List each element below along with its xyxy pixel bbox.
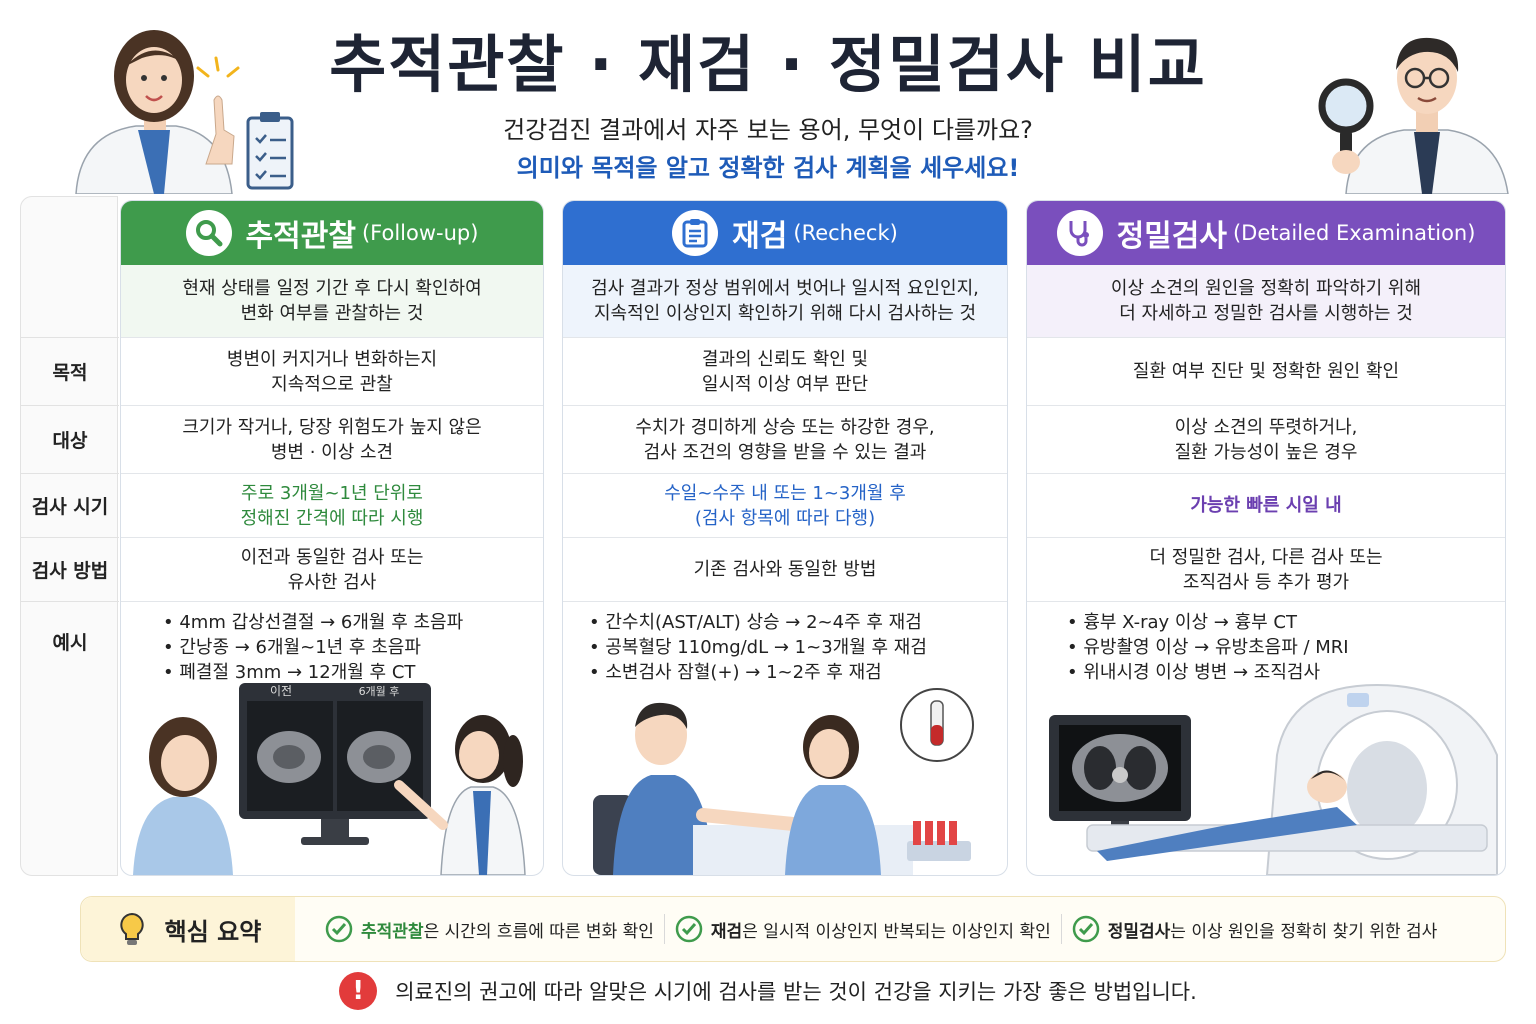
row-label-timing: 검사 시기 [21, 473, 119, 537]
detail-target: 이상 소견의 뚜렷하거나, 질환 가능성이 높은 경우 [1027, 405, 1505, 473]
column-followup-title-en: (Follow-up) [361, 221, 479, 245]
recheck-illustration [593, 688, 974, 875]
column-followup: 추적관찰 (Follow-up) 현재 상태를 일정 기간 후 다시 확인하여 … [120, 200, 544, 876]
page-title: 추적관찰 · 재검 · 정밀검사 비교 [329, 28, 1207, 101]
row-label-target: 대상 [21, 405, 119, 473]
list-item: 폐결절 3mm → 12개월 후 CT [163, 660, 415, 685]
followup-illustration: 이전 6개월 후 [133, 683, 526, 875]
column-followup-title: 추적관찰 [245, 219, 356, 254]
recheck-examples: 간수치(AST/ALT) 상승 → 2~4주 후 재검 공복혈당 110mg/d… [563, 601, 1007, 691]
list-item: 소변검사 잠혈(+) → 1~2주 후 재검 [589, 660, 881, 685]
detail-purpose: 질환 여부 진단 및 정확한 원인 확인 [1027, 337, 1505, 405]
detail-examples: 흉부 X-ray 이상 → 흉부 CT 유방촬영 이상 → 유방초음파 / MR… [1027, 601, 1505, 691]
column-detail-header: 정밀검사 (Detailed Examination) [1027, 201, 1505, 265]
followup-timing: 주로 3개월~1년 단위로 정해진 간격에 따라 시행 [121, 473, 543, 537]
check-circle-icon [325, 915, 353, 943]
column-recheck-title: 재검 [732, 219, 788, 254]
list-item: 공복혈당 110mg/dL → 1~3개월 후 재검 [589, 635, 927, 660]
column-detail-title: 정밀검사 [1116, 219, 1227, 254]
female-doctor-illustration [75, 30, 294, 194]
followup-purpose: 병변이 커지거나 변화하는지 지속적으로 관찰 [121, 337, 543, 405]
footer-note: ! 의료진의 권고에 따라 알맞은 시기에 검사를 받는 것이 건강을 지키는 … [0, 972, 1536, 1010]
column-detail: 정밀검사 (Detailed Examination) 이상 소견의 원인을 정… [1026, 200, 1506, 876]
page-tagline: 의미와 목적을 알고 정확한 검사 계획을 세우세요! [516, 154, 1020, 182]
male-doctor-illustration [1318, 37, 1509, 194]
list-item: 흉부 X-ray 이상 → 흉부 CT [1067, 610, 1297, 635]
recheck-timing: 수일~수주 내 또는 1~3개월 후 (검사 항목에 따라 다행) [563, 473, 1007, 537]
monitor-label-before: 이전 [270, 684, 292, 698]
list-item: 간수치(AST/ALT) 상승 → 2~4주 후 재검 [589, 610, 921, 635]
list-item: 위내시경 이상 병변 → 조직검사 [1067, 660, 1320, 685]
row-label-method: 검사 방법 [21, 537, 119, 601]
detail-definition: 이상 소견의 원인을 정확히 파악하기 위해 더 자세하고 정밀한 검사를 시행… [1027, 265, 1505, 337]
footer-text: 의료진의 권고에 따라 알맞은 시기에 검사를 받는 것이 건강을 지키는 가장… [395, 980, 1197, 1004]
detail-timing: 가능한 빠른 시일 내 [1027, 473, 1505, 537]
search-icon [185, 210, 232, 256]
row-label-purpose: 목적 [21, 337, 119, 405]
recheck-method: 기존 검사와 동일한 방법 [563, 537, 1007, 601]
clipboard-icon [672, 210, 719, 256]
warning-icon: ! [339, 972, 378, 1010]
recheck-definition: 검사 결과가 정상 범위에서 벗어나 일시적 요인인지, 지속적인 이상인지 확… [563, 265, 1007, 337]
detail-method: 더 정밀한 검사, 다른 검사 또는 조직검사 등 추가 평가 [1027, 537, 1505, 601]
row-label-examples: 예시 [21, 601, 119, 681]
check-circle-icon [675, 915, 703, 943]
list-item: 간낭종 → 6개월~1년 후 초음파 [163, 635, 421, 660]
list-item: 4mm 갑상선결절 → 6개월 후 초음파 [163, 610, 463, 635]
row-labels-column: 목적 대상 검사 시기 검사 방법 예시 [20, 196, 119, 876]
detail-illustration [1049, 683, 1498, 875]
page-subtitle: 건강검진 결과에서 자주 보는 용어, 무엇이 다를까요? [503, 116, 1033, 144]
summary-divider [1060, 914, 1062, 944]
recheck-target: 수치가 경미하게 상승 또는 하강한 경우, 검사 조건의 영향을 받을 수 있… [563, 405, 1007, 473]
recheck-purpose: 결과의 신뢰도 확인 및 일시적 이상 여부 판단 [563, 337, 1007, 405]
column-recheck-header: 재검 (Recheck) [563, 201, 1007, 265]
followup-target: 크기가 작거나, 당장 위험도가 높지 않은 병변 · 이상 소견 [121, 405, 543, 473]
followup-definition: 현재 상태를 일정 기간 후 다시 확인하여 변화 여부를 관찰하는 것 [121, 265, 543, 337]
lightbulb-icon [119, 912, 144, 945]
stethoscope-icon [1056, 210, 1103, 256]
followup-method: 이전과 동일한 검사 또는 유사한 검사 [121, 537, 543, 601]
check-circle-icon [1072, 915, 1099, 943]
column-followup-header: 추적관찰 (Follow-up) [121, 201, 543, 265]
followup-examples: 4mm 갑상선결절 → 6개월 후 초음파 간낭종 → 6개월~1년 후 초음파… [121, 601, 543, 691]
summary-title: 핵심 요약 [164, 917, 262, 946]
monitor-label-after: 6개월 후 [359, 685, 400, 698]
summary-header: 핵심 요약 [81, 897, 295, 961]
column-recheck-title-en: (Recheck) [793, 221, 898, 245]
summary-divider [663, 914, 665, 944]
column-detail-title-en: (Detailed Examination) [1232, 221, 1476, 245]
column-recheck: 재검 (Recheck) 검사 결과가 정상 범위에서 벗어나 일시적 요인인지… [562, 200, 1008, 876]
list-item: 유방촬영 이상 → 유방초음파 / MRI [1067, 635, 1348, 660]
